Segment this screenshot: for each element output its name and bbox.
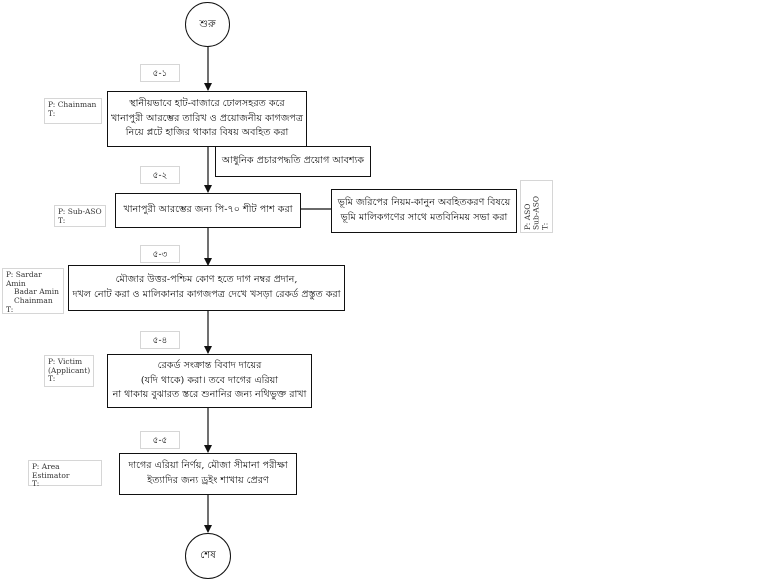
note-modern-box: আধুনিক প্রচারপদ্ধতি প্রয়োগ আবশ্যক [215, 146, 371, 177]
meeting-role: P: ASO Sub-ASO T: [520, 180, 553, 233]
step-5-role: P: Area Estimator T: [28, 460, 102, 489]
step-5-box: দাগের এরিয়া নির্ণয়, মৌজা সীমানা পরীক্ষ… [119, 453, 297, 495]
step-4-role-line-3: T: [48, 374, 56, 384]
step-3-box: মৌজার উত্তর-পশ্চিম কোণ হতে দাগ নম্বর প্র… [68, 265, 345, 311]
step-4-text-line-2: (যদি থাকে) করা। তবে দাগের এরিয়া [140, 374, 279, 386]
step-2-role-line-1: P: Sub-ASO [58, 207, 102, 216]
meeting-box: ভূমি জরিপের নিয়ম-কানুন অবহিতকরণ বিষয়ে … [331, 189, 517, 233]
meeting-text-line-2: ভূমি মালিকগণের সাথে মতবিনিময় সভা করা [340, 212, 508, 223]
step-5-id-label: ৫-৫ [152, 435, 168, 446]
step-2-id-label: ৫-২ [152, 170, 168, 181]
meeting-role-line-3: T: [540, 222, 550, 230]
start-node: শুরু [185, 2, 230, 47]
step-3-text-line-1: মৌজার উত্তর-পশ্চিম কোণ হতে দাগ নম্বর প্র… [115, 274, 298, 286]
end-label: শেষ [200, 550, 216, 562]
step-1-id-label: ৫-১ [152, 68, 168, 79]
step-2-id: ৫-২ [140, 166, 180, 184]
meeting-text-line-1: ভূমি জরিপের নিয়ম-কানুন অবহিতকরণ বিষয়ে [337, 197, 511, 209]
step-5-text-line-1: দাগের এরিয়া নির্ণয়, মৌজা সীমানা পরীক্ষ… [128, 460, 288, 472]
step-3-text-line-2: দখল নোট করা ও মালিকানার কাগজপত্র দেখে খস… [72, 289, 341, 300]
step-1-text-line-3: নিয়ে প্লটে হাজির থাকার বিষয় অবহিত করা [125, 127, 289, 139]
end-node: শেষ [185, 533, 231, 579]
note-modern-text: আধুনিক প্রচারপদ্ধতি প্রয়োগ আবশ্যক [221, 155, 365, 167]
step-1-box: স্থানীয়ভাবে হাট-বাজারে ঢোলসহরত করে খানা… [107, 91, 307, 147]
step-5-text-line-2: ইত্যাদির জন্য ড্রইং শাখায় প্রেরণ [147, 475, 269, 486]
step-3-id-label: ৫-৩ [152, 249, 168, 260]
step-4-role-line-2: (Applicant) [48, 365, 91, 375]
step-1-text-line-1: স্থানীয়ভাবে হাট-বাজারে ঢোলসহরত করে [129, 97, 285, 109]
step-5-role-line-2: T: [32, 479, 40, 489]
step-1-text-line-2: খানাপুরী আরম্ভের তারিখ ও প্রয়োজনীয় কাগ… [110, 112, 303, 124]
step-3-role-line-1: P: Sardar Amin [6, 270, 42, 288]
step-3-id: ৫-৩ [140, 245, 180, 263]
step-2-text-line-1: খানাপুরী আরম্ভের জন্য পি-৭০ শীট পাশ করা [123, 204, 293, 216]
step-4-text-line-1: রেকর্ড সংক্রান্ত বিবাদ দায়ের [157, 359, 262, 371]
step-1-id: ৫-১ [140, 64, 180, 82]
step-4-id: ৫-৪ [140, 331, 180, 349]
step-5-id: ৫-৫ [140, 431, 180, 449]
start-label: শুরু [199, 18, 216, 30]
step-4-role: P: Victim (Applicant) T: [44, 355, 94, 387]
step-2-role: P: Sub-ASO T: [54, 205, 106, 227]
step-4-text-line-3: না থাকায় বুঝারত স্তরে শুনানির জন্য নথিভ… [112, 389, 307, 401]
step-2-box: খানাপুরী আরম্ভের জন্য পি-৭০ শীট পাশ করা [115, 193, 301, 228]
step-1-role-line-2: T: [48, 108, 56, 118]
step-3-role: P: Sardar Amin Badar Amin Chainman T: [2, 268, 64, 314]
step-3-role-line-2: Badar Amin [14, 287, 59, 297]
step-1-role-line-1: P: Chainman [48, 100, 97, 109]
step-3-role-line-4: T: [6, 304, 14, 314]
step-1-role: P: Chainman T: [44, 98, 102, 124]
step-3-role-line-3: Chainman [14, 295, 53, 305]
step-4-box: রেকর্ড সংক্রান্ত বিবাদ দায়ের (যদি থাকে)… [107, 354, 312, 408]
step-4-role-line-1: P: Victim [48, 357, 83, 366]
step-4-id-label: ৫-৪ [152, 335, 168, 346]
step-5-role-line-1: P: Area Estimator [32, 462, 70, 480]
step-2-role-line-2: T: [58, 215, 66, 225]
